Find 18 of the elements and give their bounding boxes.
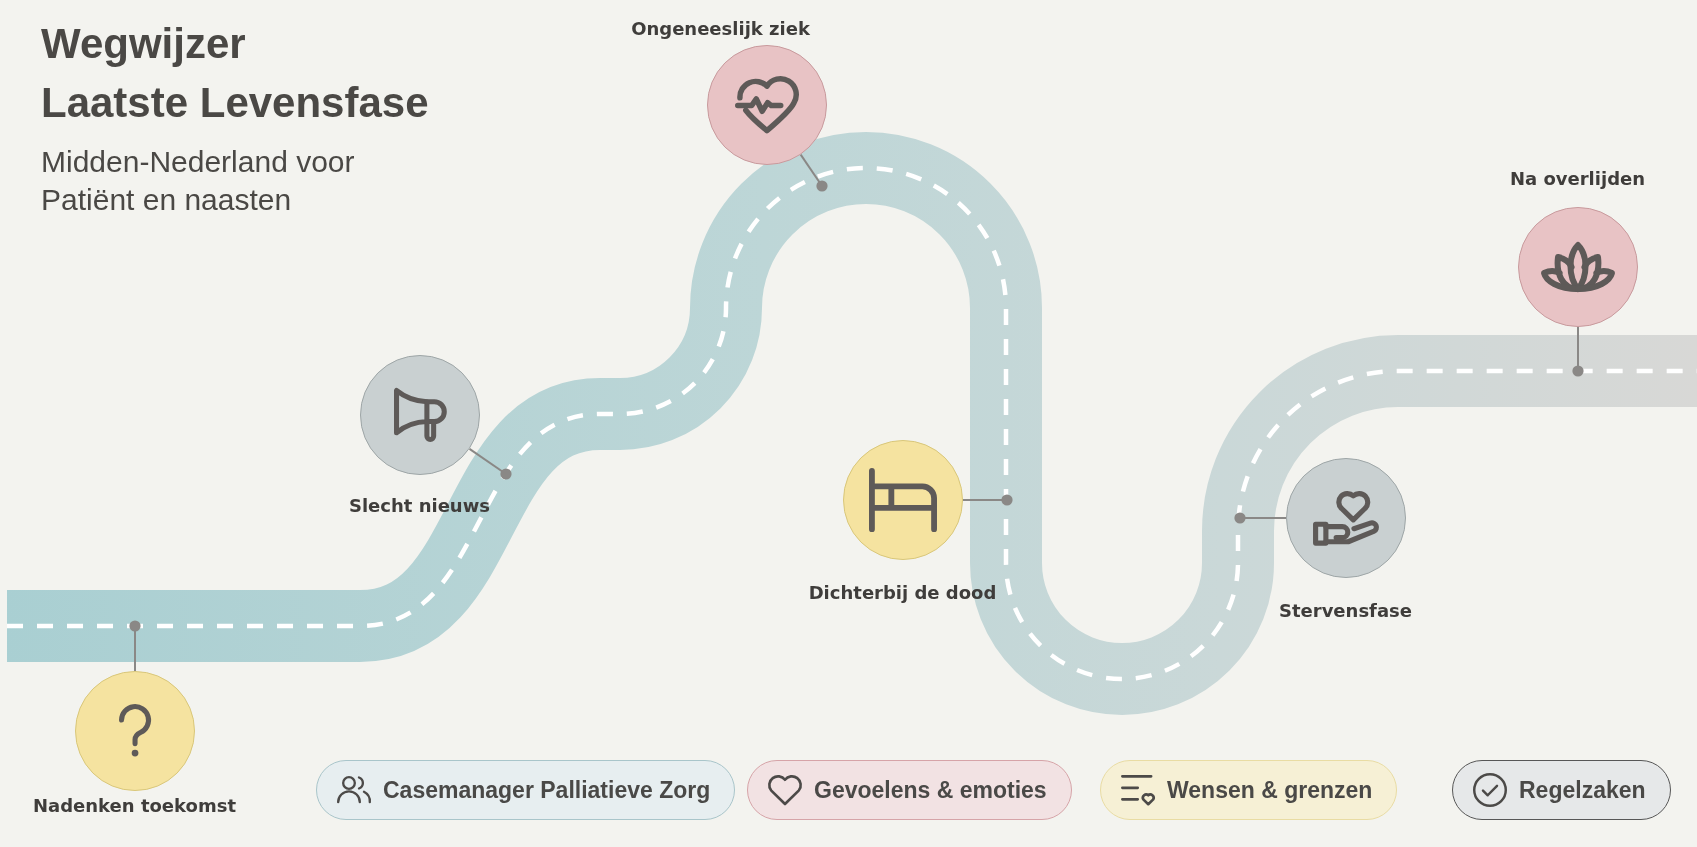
leader-line bbox=[1234, 512, 1287, 524]
milestone-label: Slecht nieuws bbox=[349, 494, 490, 517]
milestone-label: Dichterbij de dood bbox=[808, 581, 997, 604]
leader-line bbox=[468, 447, 512, 480]
milestone-label: Ongeneeslijk ziek bbox=[631, 17, 810, 40]
milestone-label: Na overlijden bbox=[1509, 167, 1646, 190]
leader-line bbox=[799, 153, 828, 192]
milestone-label: Nadenken toekomst bbox=[33, 794, 236, 817]
subtitle: Midden-Nederland voor Patiënt en naasten bbox=[41, 144, 356, 218]
legend-label: Gevoelens & emoties bbox=[814, 776, 1047, 804]
milestone-label: Stervensfase bbox=[1279, 599, 1412, 622]
leader-line bbox=[1572, 326, 1584, 377]
legend-label: Casemanager Palliatieve Zorg bbox=[383, 776, 711, 804]
leader-line bbox=[129, 620, 141, 672]
title: Wegwijzer Laatste Levensfase bbox=[41, 19, 430, 128]
legend-label: Wensen & grenzen bbox=[1167, 776, 1373, 804]
leader-line bbox=[962, 494, 1013, 506]
legend-label: Regelzaken bbox=[1519, 776, 1646, 804]
